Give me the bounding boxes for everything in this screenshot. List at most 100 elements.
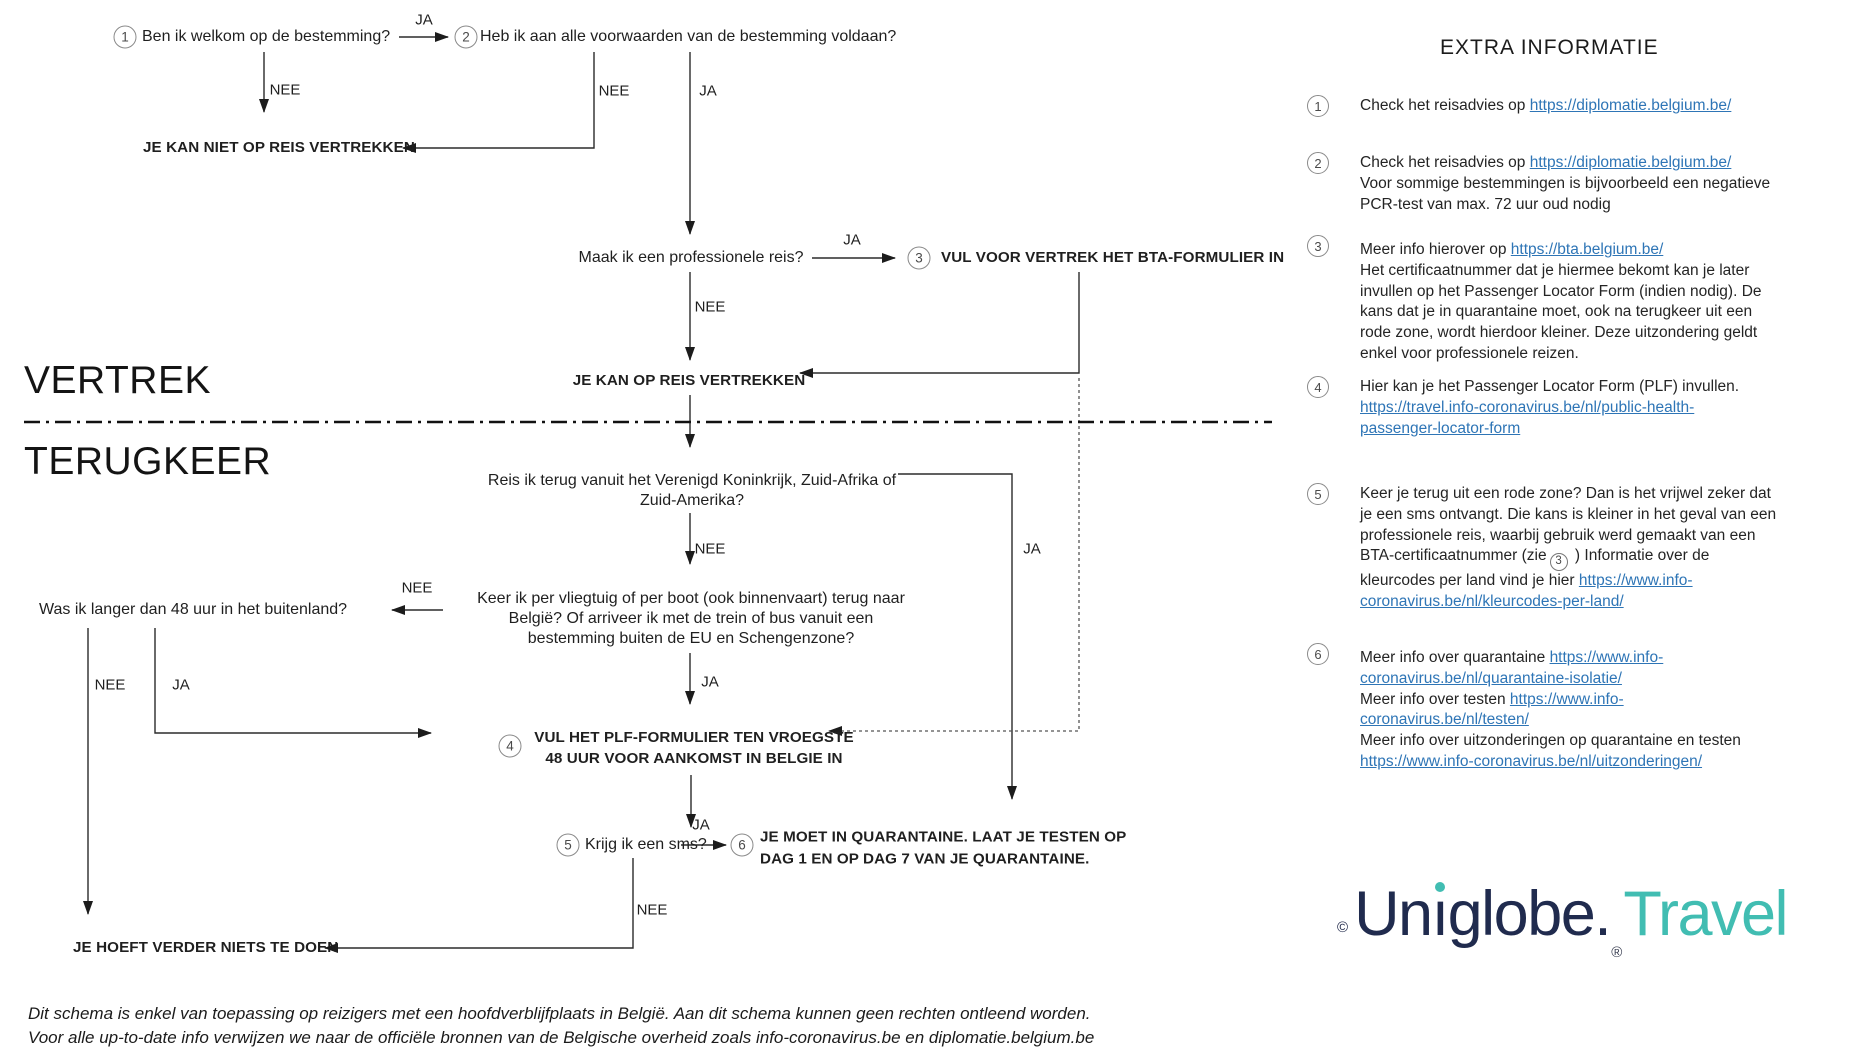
info-text: Voor sommige bestemmingen is bijvoorbeel… [1360, 174, 1771, 192]
node-plf-line2: 48 UUR VOOR AANKOMST IN BELGIE IN [545, 750, 843, 767]
link-quarantaine[interactable]: https://www.info- [1549, 649, 1664, 666]
node-quarantine: JE MOET IN QUARANTAINE. LAAT JE TESTEN O… [760, 827, 1126, 870]
info-text: kans dat je in quarantaine moet, ook na … [1360, 303, 1753, 321]
node-can-travel: JE KAN OP REIS VERTREKKEN [572, 372, 806, 389]
node-q2-number: 2 [454, 25, 478, 49]
edge-label-nee-q1: NEE [269, 81, 301, 99]
info-text: PCR-test van max. 72 uur oud nodig [1360, 195, 1611, 213]
logo-uniglobe-i: ı [1432, 874, 1450, 954]
node-q-professional: Maak ik een professionele reis? [578, 249, 804, 266]
node-bta-number: 3 [907, 246, 931, 270]
node-nothing: JE HOEFT VERDER NIETS TE DOEN [73, 939, 339, 956]
info-text: Meer info over quarantaine [1360, 649, 1550, 666]
info-text: professionele reis, waarbij gebruik werd… [1360, 526, 1756, 544]
info-text: Het certificaatnummer dat je hiermee bek… [1360, 261, 1750, 279]
node-plf: VUL HET PLF-FORMULIER TEN VROEGSTE 48 UU… [534, 727, 854, 769]
copyright-symbol: © [1337, 919, 1349, 936]
link-plf[interactable]: https://travel.info-coronavirus.be/nl/pu… [1360, 398, 1695, 416]
node-q-uk-line2: Zuid-Amerika? [639, 492, 745, 509]
link-uitzonderingen[interactable]: https://www.info-coronavirus.be/nl/uitzo… [1360, 752, 1703, 770]
edge-label-nee-q2: NEE [598, 82, 630, 100]
link-bta[interactable]: https://bta.belgium.be/ [1510, 241, 1664, 258]
info-text: Check het reisadvies op [1360, 154, 1530, 171]
link-kleurcodes[interactable]: coronavirus.be/nl/kleurcodes-per-land/ [1360, 592, 1624, 610]
logo-uniglobe-un: Un [1354, 879, 1433, 949]
node-q-uk-line1: Reis ik terug vanuit het Verenigd Konink… [487, 472, 897, 489]
sidebar-item-2-number: 2 [1307, 152, 1329, 174]
node-plf-number: 4 [498, 734, 522, 758]
link-testen[interactable]: https://www.info- [1509, 690, 1624, 708]
info-text: BTA-certificaatnummer (zie [1360, 547, 1547, 565]
link-quarantaine[interactable]: coronavirus.be/nl/quarantaine-isolatie/ [1360, 669, 1622, 687]
link-diplomatie[interactable]: https://diplomatie.belgium.be/ [1529, 154, 1732, 171]
info-text: rode zone, wordt hierdoor kleiner. Deze … [1360, 324, 1758, 342]
info-text: Meer info hierover op [1360, 241, 1511, 258]
registered-symbol: ® [1611, 944, 1623, 961]
sidebar-item-5: Keer je terug uit een rode zone? Dan is … [1360, 484, 1830, 612]
info-text: Hier kan je het Passenger Locator Form (… [1360, 378, 1740, 395]
edge-label-ja-transport: JA [701, 673, 719, 691]
node-q-transport-line1: Keer ik per vliegtuig of per boot (ook b… [477, 590, 905, 607]
logo-uniglobe-globe: globe [1447, 879, 1596, 949]
edge-label-ja-sms: JA [692, 816, 710, 834]
edge-label-ja-uk: JA [1023, 540, 1041, 558]
node-q2: Heb ik aan alle voorwaarden van de beste… [480, 28, 897, 45]
info-text: kleurcodes per land vind je hier [1360, 571, 1579, 589]
info-text: je een sms ontvangt. Die kans is kleiner… [1360, 505, 1777, 523]
sidebar-item-5-number: 5 [1307, 483, 1329, 505]
disclaimer-line1: Dit schema is enkel van toepassing op re… [28, 1004, 1091, 1023]
node-q-48h: Was ik langer dan 48 uur in het buitenla… [39, 601, 348, 618]
edge-label-ja-q2: JA [699, 82, 717, 100]
edge-label-ja-professional: JA [843, 231, 861, 249]
edge-label-nee-sms: NEE [636, 901, 668, 919]
section-title-terugkeer: TERUGKEER [24, 440, 272, 483]
info-text: ) Informatie over de [1570, 547, 1710, 565]
sidebar-item-4: Hier kan je het Passenger Locator Form (… [1360, 377, 1830, 439]
sidebar-title: EXTRA INFORMATIE [1440, 36, 1659, 59]
edge-label-nee-48h: NEE [94, 676, 126, 694]
link-diplomatie[interactable]: https://diplomatie.belgium.be/ [1529, 97, 1732, 114]
edge-label-nee-transport: NEE [401, 579, 433, 597]
sidebar-item-3-number: 3 [1307, 235, 1329, 257]
sidebar-item-1-number: 1 [1307, 95, 1329, 117]
info-text: Keer je terug uit een rode zone? Dan is … [1360, 485, 1771, 502]
edge-label-ja-q1: JA [415, 11, 433, 29]
node-plf-line1: VUL HET PLF-FORMULIER TEN VROEGSTE [534, 729, 854, 746]
node-sms-number: 5 [556, 833, 580, 857]
info-text: Meer info over uitzonderingen op quarant… [1360, 732, 1741, 750]
node-no-travel: JE KAN NIET OP REIS VERTREKKEN [143, 139, 415, 156]
node-q-transport-line2: België? Of arriveer ik met de trein of b… [508, 610, 874, 627]
node-quarantine-line1: JE MOET IN QUARANTAINE. LAAT JE TESTEN O… [760, 828, 1127, 846]
logo-dot: . [1594, 879, 1612, 949]
node-q1: Ben ik welkom op de bestemming? [142, 28, 391, 45]
node-q-uk: Reis ik terug vanuit het Verenigd Konink… [488, 471, 896, 511]
node-q-transport: Keer ik per vliegtuig of per boot (ook b… [477, 589, 905, 649]
node-q-transport-line3: bestemming buiten de EU en Schengenzone? [527, 630, 855, 647]
sidebar-item-2: Check het reisadvies op https://diplomat… [1360, 153, 1830, 215]
info-text: invullen op het Passenger Locator Form (… [1360, 282, 1762, 300]
link-testen[interactable]: coronavirus.be/nl/testen/ [1360, 711, 1529, 729]
node-bta: VUL VOOR VERTREK HET BTA-FORMULIER IN [941, 249, 1285, 266]
disclaimer-line2: Voor alle up-to-date info verwijzen we n… [28, 1028, 1095, 1047]
node-quarantine-number: 6 [730, 833, 754, 857]
node-quarantine-line2: DAG 1 EN OP DAG 7 VAN JE QUARANTAINE. [760, 850, 1090, 867]
edge-label-ja-48h: JA [172, 676, 190, 694]
disclaimer: Dit schema is enkel van toepassing op re… [28, 1002, 1094, 1050]
sidebar-item-1: Check het reisadvies op https://diplomat… [1360, 96, 1830, 117]
inline-ref-3-circle: 3 [1549, 552, 1568, 571]
sidebar-item-6-number: 6 [1307, 643, 1329, 665]
sidebar-item-4-number: 4 [1307, 376, 1329, 398]
edge-label-nee-uk: NEE [694, 540, 726, 558]
link-kleurcodes[interactable]: https://www.info- [1578, 571, 1693, 589]
node-q-sms: Krijg ik een sms? [585, 836, 707, 853]
sidebar-item-3: Meer info hierover op https://bta.belgiu… [1360, 240, 1830, 365]
logo-travel: Travel [1623, 879, 1788, 949]
link-plf[interactable]: passenger-locator-form [1360, 419, 1521, 437]
section-title-vertrek: VERTREK [24, 359, 211, 402]
info-text: enkel voor professionele reizen. [1360, 344, 1579, 362]
sidebar-item-6: Meer info over quarantaine https://www.i… [1360, 648, 1830, 773]
info-text: Meer info over testen [1360, 690, 1510, 708]
info-text: Check het reisadvies op [1360, 97, 1530, 114]
